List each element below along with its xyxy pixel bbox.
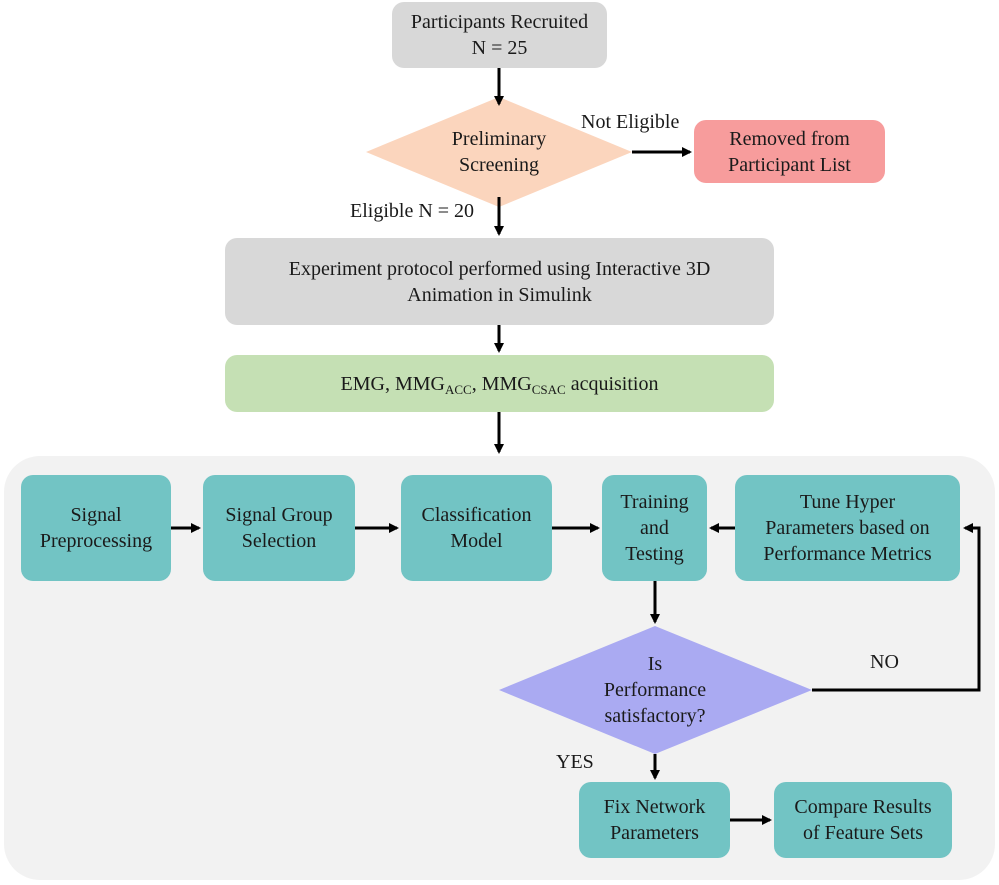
fix-network-parameters-box: Fix Network Parameters	[579, 782, 730, 858]
screening-diamond	[366, 97, 632, 207]
acquisition-box: EMG, MMGACC, MMGCSAC acquisition	[225, 355, 774, 412]
removed-box: Removed from Participant List	[694, 120, 885, 183]
classification-model-box: Classification Model	[401, 475, 552, 581]
signal-group-selection-box: Signal Group Selection	[203, 475, 355, 581]
recruited-line2: N = 25	[471, 37, 528, 59]
compare-results-box: Compare Results of Feature Sets	[774, 782, 952, 858]
arrow-decision-no-to-tune	[812, 523, 981, 692]
training-testing-box: Training and Testing	[602, 475, 707, 581]
yes-label: YES	[556, 751, 594, 773]
decision-label: Is Performance satisfactory?	[603, 653, 707, 727]
participants-recruited-box: Participants Recruited N = 25	[392, 2, 607, 68]
signal-preprocessing-box: Signal Preprocessing	[21, 475, 171, 581]
recruited-line1: Participants Recruited	[410, 11, 589, 33]
decision-diamond	[499, 626, 812, 754]
not-eligible-label: Not Eligible	[581, 111, 680, 133]
screening-label: Preliminary Screening	[451, 128, 547, 176]
protocol-box: Experiment protocol performed using Inte…	[225, 238, 774, 325]
no-label: NO	[870, 651, 899, 673]
tune-hyper-parameters-box: Tune Hyper Parameters based on Performan…	[735, 475, 960, 581]
acquisition-text: EMG, MMGACC, MMGCSAC acquisition	[340, 372, 659, 397]
eligible-label: Eligible N = 20	[350, 200, 475, 222]
